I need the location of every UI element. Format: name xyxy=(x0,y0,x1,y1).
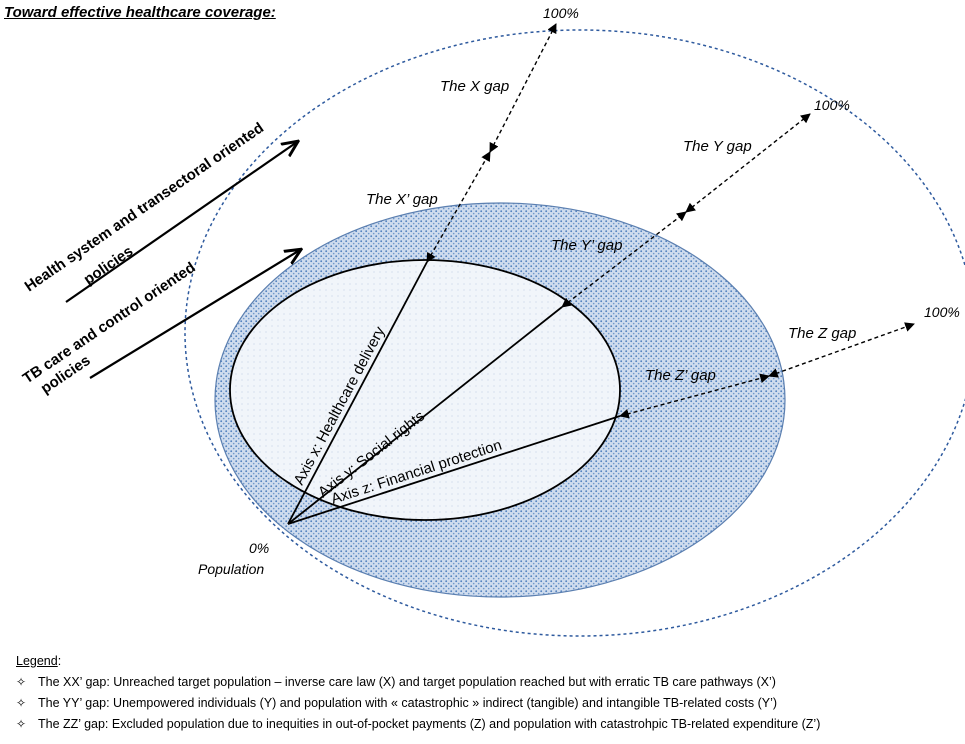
y-gap-arrow xyxy=(685,113,811,213)
legend-item: ✧ The XX’ gap: Unreached target populatio… xyxy=(16,672,820,693)
z-prime-gap-arrow xyxy=(619,373,770,419)
diamond-star-icon: ✧ xyxy=(16,696,27,710)
z-gap-label: The Z gap xyxy=(788,325,856,342)
page-title: Toward effective healthcare coverage: xyxy=(4,4,276,21)
axis-y-line xyxy=(287,306,563,525)
axis-x-line xyxy=(287,261,428,525)
z-gap-arrow xyxy=(768,322,915,378)
y-gap-label: The Y gap xyxy=(683,138,752,155)
coverage-diagram: The X gap The X’ gap The Y gap The Y’ ga… xyxy=(20,5,965,637)
tb-policy-arrow xyxy=(89,250,300,379)
y-100-percent-label: 100% xyxy=(814,97,850,113)
diamond-star-icon: ✧ xyxy=(16,717,27,731)
x-100-percent-label: 100% xyxy=(543,5,579,21)
y-prime-gap-label: The Y’ gap xyxy=(551,237,622,254)
outer-coverage-ellipse xyxy=(184,29,965,637)
population-label: Population xyxy=(198,561,264,577)
x-gap-label: The X gap xyxy=(440,78,509,95)
x-prime-gap-arrow xyxy=(426,151,491,263)
y-prime-gap-arrow xyxy=(561,211,687,308)
zero-percent-label: 0% xyxy=(249,540,269,556)
health-policy-label-line1: Health system and transectoral oriented xyxy=(22,119,267,295)
inner-coverage-ellipse xyxy=(229,259,621,521)
x-prime-gap-label: The X’ gap xyxy=(366,191,438,208)
health-policy-arrow xyxy=(65,142,297,303)
legend-item: ✧ The YY’ gap: Unempowered individuals (Y… xyxy=(16,693,820,714)
legend-item: ✧ The ZZ’ gap: Excluded population due to… xyxy=(16,714,820,735)
legend-item-text: The XX’ gap: Unreached target population… xyxy=(38,675,776,689)
legend-title: Legend xyxy=(16,654,58,668)
diamond-star-icon: ✧ xyxy=(16,675,27,689)
legend-item-text: The YY’ gap: Unempowered individuals (Y)… xyxy=(38,696,778,710)
axis-z-line xyxy=(287,415,621,525)
legend-item-text: The ZZ’ gap: Excluded population due to … xyxy=(38,717,821,731)
z-100-percent-label: 100% xyxy=(924,304,960,320)
x-gap-arrow xyxy=(489,23,557,153)
legend: Legend: ✧The XX’ gap: Unreached target p… xyxy=(16,651,820,735)
z-prime-gap-label: The Z’ gap xyxy=(645,367,716,384)
